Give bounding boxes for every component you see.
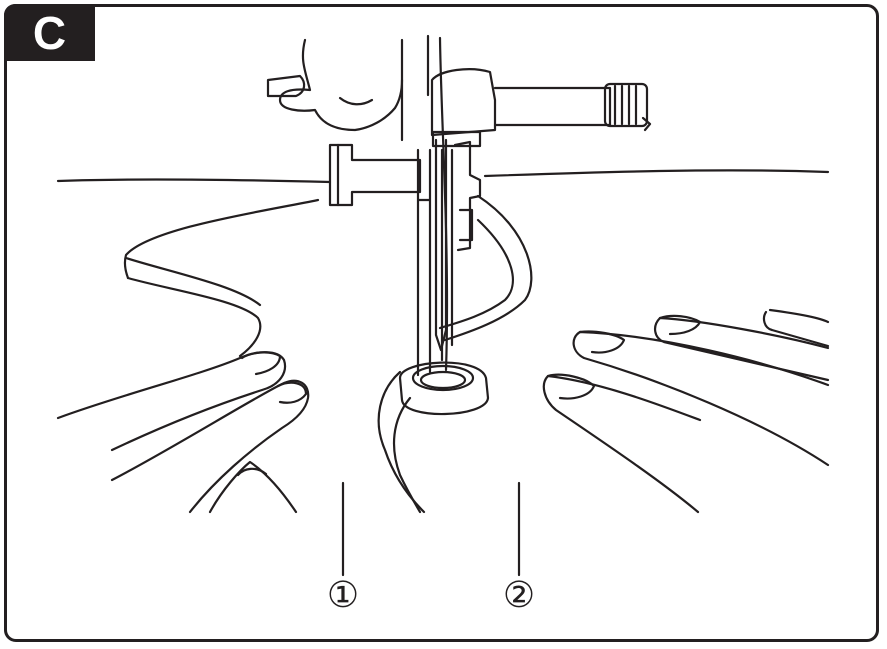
clamp-shaft (493, 86, 612, 127)
left-finger-upper (56, 351, 287, 452)
foot-shank-right (440, 148, 454, 362)
fabric-edge-left (56, 178, 332, 184)
top-hand-knuckle (338, 96, 374, 106)
step-badge: C (4, 4, 95, 61)
step-badge-label: C (32, 6, 67, 59)
ring-foot-outer (398, 361, 490, 416)
top-hand (278, 38, 404, 132)
left-finger-lower (110, 379, 310, 514)
right-finger-upper (654, 316, 830, 382)
knob-tip (641, 116, 652, 132)
needle-clamp-body (430, 68, 497, 137)
ribbon-under-foot-inner (438, 218, 514, 330)
ribbon-under-foot-outer (443, 194, 533, 342)
left-nail-upper (240, 351, 282, 376)
right-finger-middle (572, 330, 830, 467)
figure-frame (4, 4, 879, 642)
right-finger-top (762, 308, 830, 348)
shank-detail (458, 208, 474, 242)
ribbon-fold (124, 256, 262, 307)
callout-1-label: ① (326, 575, 360, 616)
presser-bar (400, 34, 430, 142)
ring-foot-hole (411, 364, 475, 392)
right-nail-lower (546, 373, 596, 400)
ribbon-lower-edge (126, 276, 262, 358)
knob-ridges (613, 84, 638, 126)
fabric-edge-right (483, 169, 830, 178)
right-nail-upper (658, 314, 702, 336)
shank-bracket (453, 140, 482, 252)
thread (438, 36, 449, 372)
left-nail-lower (276, 381, 308, 404)
right-nail-middle (578, 330, 626, 354)
left-thumb-nail (236, 467, 268, 477)
ribbon-upper-edge (123, 198, 320, 280)
clamp-knob (603, 82, 649, 128)
foot-screw-head (328, 143, 422, 207)
right-finger-lower (542, 374, 702, 514)
needle-bar-collar (431, 130, 482, 148)
ring-foot-hole-inner (419, 370, 467, 390)
top-hand-thumb (266, 74, 306, 98)
callout-2-label: ② (502, 575, 536, 616)
left-thumb (208, 460, 298, 514)
ribbon-lower-curve-inner (392, 396, 422, 514)
foot-shank (416, 148, 432, 377)
